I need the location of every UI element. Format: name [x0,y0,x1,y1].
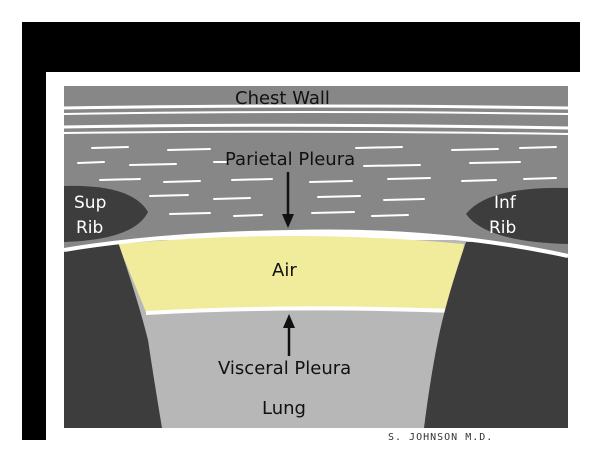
visceral-pleura-arrow [283,314,295,356]
inf-rib-label-line2: Rib [489,218,517,238]
muscle-striations [77,146,557,217]
fascia-line [63,111,569,115]
visceral-pleura-label: Visceral Pleura [218,358,352,379]
fascia-line [63,123,569,130]
parietal-pleura-line [63,229,569,258]
author-signature: S. JOHNSON M.D. [388,432,494,443]
air-region [118,236,464,312]
fascia-line [63,104,569,110]
right-rib-shadow [424,240,568,428]
parietal-pleura-arrow [282,172,294,228]
sup-rib-label-line2: Rib [76,218,104,238]
air-label: Air [272,260,297,281]
chest-wall-label: Chest Wall [235,88,330,109]
sup-rib-label-line1: Sup [74,193,107,213]
inferior-rib [466,187,568,244]
visceral-pleura-line [145,306,457,315]
inf-rib-label-line1: Inf [494,193,516,213]
left-rib-shadow [64,240,162,428]
fascia-line [63,130,569,135]
lung-label: Lung [262,398,306,419]
superior-rib [64,185,148,242]
parietal-pleura-label: Parietal Pleura [225,149,356,170]
